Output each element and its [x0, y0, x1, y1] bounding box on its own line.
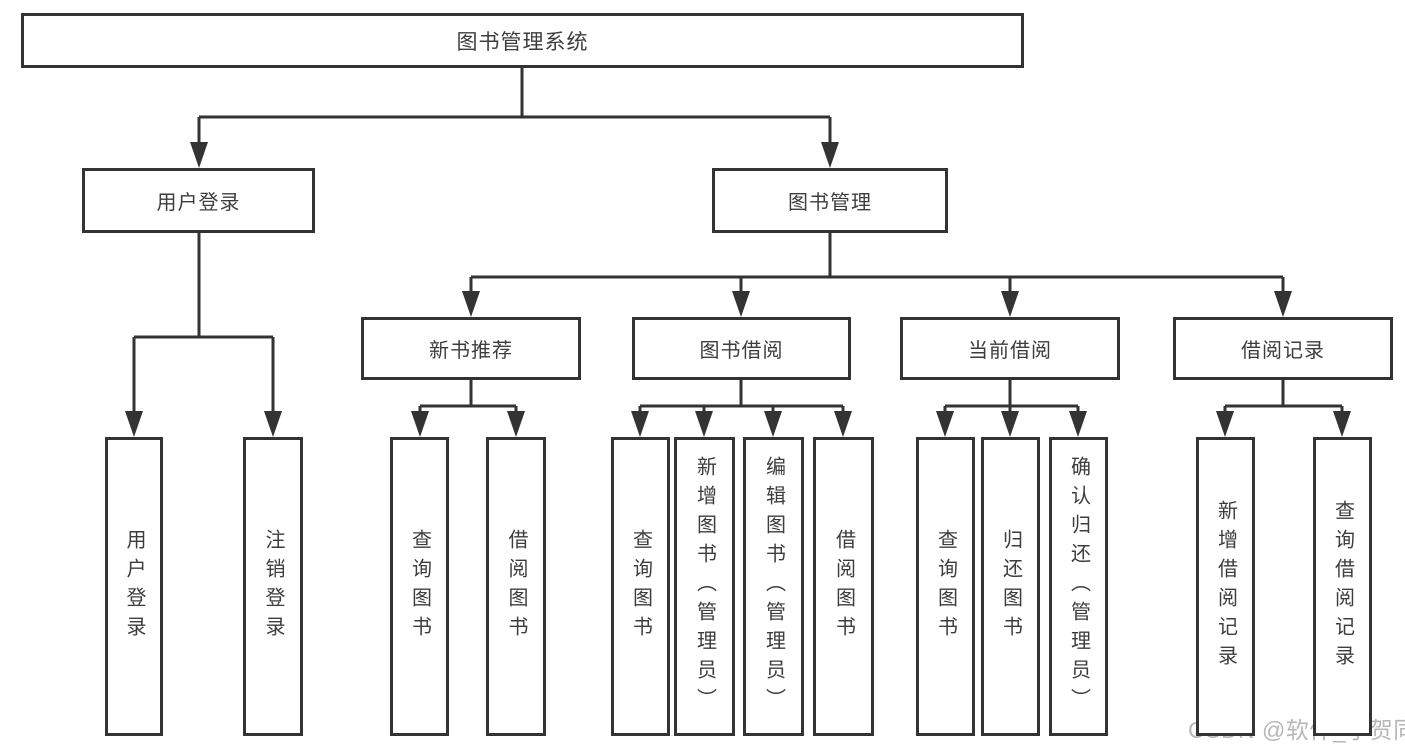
- node-label-leaf-add-borrow-record: 新增借阅记录: [1214, 499, 1237, 674]
- node-label-leaf-borrow-book: 借阅图书: [832, 528, 855, 645]
- arrowhead-icon: [695, 411, 713, 437]
- node-borrow-record: 借阅记录: [1173, 317, 1393, 380]
- arrowhead-icon: [1069, 411, 1087, 437]
- node-leaf-add-borrow-record: 新增借阅记录: [1196, 437, 1255, 736]
- arrowhead-icon: [1216, 411, 1234, 437]
- node-label-leaf-borrow-book-rec: 借阅图书: [505, 528, 527, 645]
- arrowhead-icon: [936, 411, 954, 437]
- node-user-login: 用户登录: [82, 168, 315, 233]
- node-label-current-borrow: 当前借阅: [968, 340, 1052, 362]
- arrowhead-icon: [462, 291, 480, 317]
- node-book-borrow: 图书借阅: [632, 317, 851, 380]
- node-label-leaf-logout: 注销登录: [262, 528, 284, 645]
- arrowhead-icon: [732, 291, 750, 317]
- node-label-leaf-query-borrow-record: 查询借阅记录: [1331, 499, 1354, 674]
- node-leaf-logout: 注销登录: [243, 437, 303, 736]
- node-label-leaf-query-book-borrow: 查询图书: [629, 528, 652, 645]
- node-root: 图书管理系统: [21, 13, 1024, 68]
- node-label-leaf-query-book-rec: 查询图书: [408, 528, 431, 645]
- arrowhead-icon: [1274, 291, 1292, 317]
- arrowhead-icon: [125, 411, 143, 437]
- node-leaf-borrow-book-rec: 借阅图书: [486, 437, 546, 736]
- node-leaf-edit-book: 编辑图书（管理员）: [743, 437, 804, 736]
- node-label-leaf-add-book: 新增图书（管理员）: [693, 456, 716, 717]
- node-book-mgmt: 图书管理: [712, 168, 948, 233]
- arrowhead-icon: [1333, 411, 1351, 437]
- node-leaf-query-book-current: 查询图书: [916, 437, 975, 736]
- node-new-book-recommend: 新书推荐: [361, 317, 581, 380]
- node-label-book-mgmt: 图书管理: [788, 192, 872, 214]
- arrowhead-icon: [190, 142, 208, 168]
- arrowhead-icon: [264, 411, 282, 437]
- arrowhead-icon: [507, 411, 525, 437]
- arrowhead-icon: [764, 411, 782, 437]
- arrowhead-icon: [411, 411, 429, 437]
- arrowhead-icon: [834, 411, 852, 437]
- node-label-user-login: 用户登录: [156, 192, 241, 214]
- node-label-leaf-return-book: 归还图书: [999, 528, 1022, 645]
- node-label-leaf-query-book-current: 查询图书: [934, 528, 957, 645]
- node-label-borrow-record: 借阅记录: [1241, 340, 1325, 362]
- node-leaf-query-book-rec: 查询图书: [390, 437, 449, 736]
- node-leaf-return-book: 归还图书: [981, 437, 1040, 736]
- node-current-borrow: 当前借阅: [900, 317, 1120, 380]
- node-leaf-query-borrow-record: 查询借阅记录: [1313, 437, 1372, 736]
- node-leaf-query-book-borrow: 查询图书: [611, 437, 670, 736]
- node-leaf-add-book: 新增图书（管理员）: [674, 437, 735, 736]
- arrowhead-icon: [821, 142, 839, 168]
- node-label-book-borrow: 图书借阅: [699, 340, 784, 362]
- node-label-leaf-edit-book: 编辑图书（管理员）: [762, 456, 785, 717]
- node-leaf-borrow-book: 借阅图书: [813, 437, 874, 736]
- node-label-leaf-user-login: 用户登录: [123, 528, 145, 645]
- node-label-leaf-confirm-return: 确认归还（管理员）: [1067, 456, 1090, 717]
- node-label-root: 图书管理系统: [456, 30, 589, 54]
- arrowhead-icon: [631, 411, 649, 437]
- arrowhead-icon: [1001, 291, 1019, 317]
- node-leaf-user-login: 用户登录: [105, 437, 163, 736]
- node-leaf-confirm-return: 确认归还（管理员）: [1049, 437, 1108, 736]
- arrowhead-icon: [1001, 411, 1019, 437]
- node-label-new-book-recommend: 新书推荐: [429, 340, 513, 362]
